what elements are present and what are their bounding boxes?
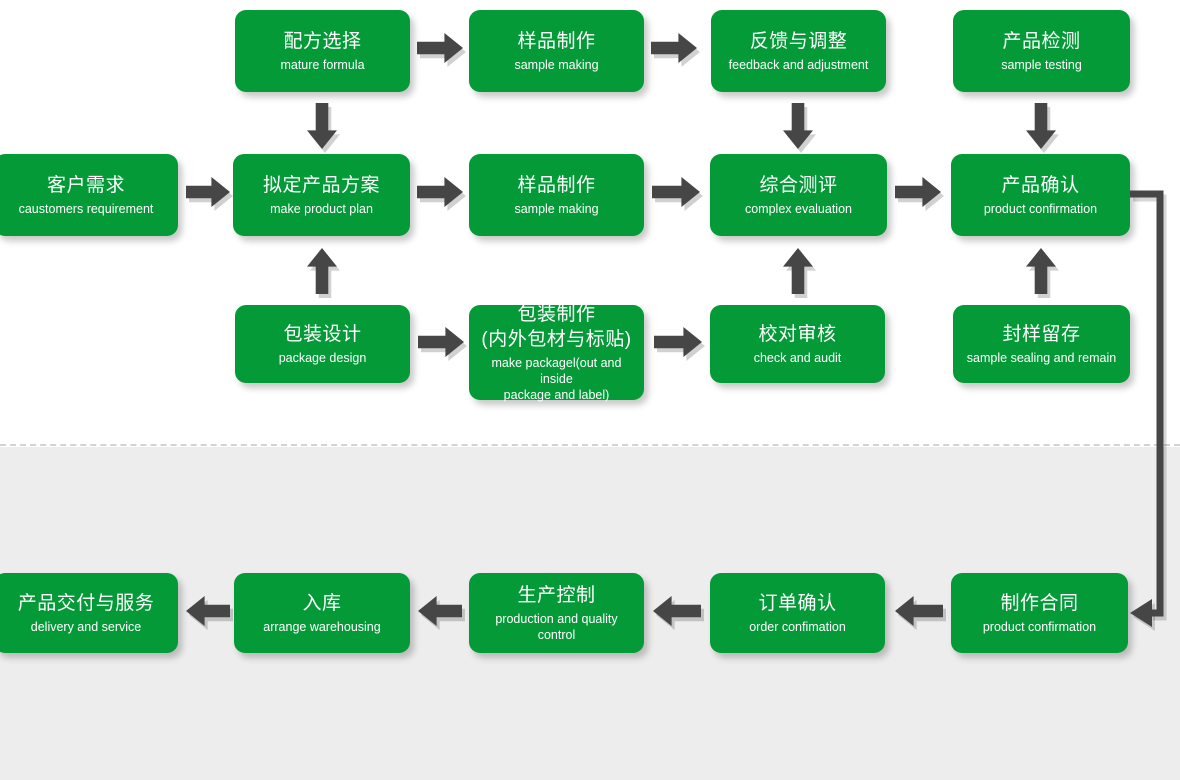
process-node-product-confirmation[interactable]: 产品确认 product confirmation [951,154,1130,236]
node-title-zh: 校对审核 [758,324,837,345]
arrow-right-sample-top-to-feedback [651,33,703,69]
arrow-right-evaluation-to-confirmation [895,177,947,213]
node-subtitle-en: sample making [514,202,599,216]
node-subtitle-en: sample testing [1001,58,1082,72]
node-title-zh: 包装制作 (内外包材与标贴) [481,304,632,350]
node-subtitle-en: sample making [514,58,599,72]
node-subtitle-en: sample sealing and remain [966,351,1117,365]
process-node-delivery-service[interactable]: 产品交付与服务 delivery and service [0,573,178,653]
arrow-down-feedback-down-to-evaluation [783,103,819,155]
process-node-arrange-warehousing[interactable]: 入库 arrange warehousing [234,573,410,653]
process-node-make-contract[interactable]: 制作合同 product confirmation [951,573,1128,653]
arrow-up-package-design-up-to-plan [307,248,343,300]
arrow-right-design-to-package-making [418,327,470,363]
node-title-zh: 反馈与调整 [749,31,848,52]
node-title-zh: 拟定产品方案 [262,175,380,196]
node-subtitle-en: delivery and service [30,620,142,634]
process-node-feedback-adjustment[interactable]: 反馈与调整 feedback and adjustment [711,10,886,92]
arrow-up-check-audit-up-to-evaluation [783,248,819,300]
arrow-down-testing-down-to-confirmation [1026,103,1062,155]
arrow-left-contract-to-order [895,596,949,632]
node-title-zh: 入库 [302,593,342,614]
process-node-sample-making-mid[interactable]: 样品制作 sample making [469,154,644,236]
arrow-left-order-to-production [653,596,707,632]
node-subtitle-en: order confimation [749,620,846,634]
process-node-sample-sealing[interactable]: 封样留存 sample sealing and remain [953,305,1130,383]
arrow-down-formula-down-to-plan [307,103,343,155]
node-title-zh: 包装设计 [283,324,362,345]
process-node-package-making[interactable]: 包装制作 (内外包材与标贴) make packagel(out and insi… [469,304,644,402]
process-node-product-testing[interactable]: 产品检测 sample testing [953,10,1130,92]
node-subtitle-en: package design [278,351,367,365]
node-subtitle-en: make product plan [270,202,373,216]
node-subtitle-en: make packagel(out and inside package and… [491,356,622,402]
node-subtitle-en: mature formula [280,58,365,72]
node-title-zh: 产品交付与服务 [17,593,155,614]
arrow-right-plan-to-sample-mid [417,177,469,213]
node-title-zh: 样品制作 [517,175,596,196]
node-title-zh: 综合测评 [759,175,838,196]
process-node-order-confirmation[interactable]: 订单确认 order confimation [710,573,885,653]
process-node-make-product-plan[interactable]: 拟定产品方案 make product plan [233,154,410,236]
arrow-right-sample-mid-to-evaluation [652,177,706,213]
node-subtitle-en: caustomers requirement [18,202,154,216]
node-title-zh: 产品检测 [1002,31,1081,52]
arrow-left-warehousing-to-delivery [186,596,236,632]
arrow-left-production-to-warehousing [418,596,468,632]
node-title-zh: 订单确认 [758,593,837,614]
node-title-zh: 样品制作 [517,31,596,52]
node-title-zh: 制作合同 [1000,593,1079,614]
arrow-right-requirement-to-plan [186,177,236,213]
node-title-zh: 封样留存 [1002,324,1081,345]
process-node-sample-making-top[interactable]: 样品制作 sample making [469,10,644,92]
arrow-right-formula-to-sample-top [417,33,469,69]
process-node-formula-selection[interactable]: 配方选择 mature formula [235,10,410,92]
node-subtitle-en: product confirmation [982,620,1097,634]
process-node-customer-requirement[interactable]: 客户需求 caustomers requirement [0,154,178,236]
process-node-package-design[interactable]: 包装设计 package design [235,305,410,383]
node-title-zh: 客户需求 [46,175,125,196]
arrow-right-package-making-to-check [654,327,708,363]
node-subtitle-en: feedback and adjustment [728,58,869,72]
node-subtitle-en: check and audit [753,351,842,365]
node-subtitle-en: production and quality control [495,612,618,642]
process-node-complex-evaluation[interactable]: 综合测评 complex evaluation [710,154,887,236]
process-node-production-control[interactable]: 生产控制 production and quality control [469,573,644,653]
node-title-zh: 生产控制 [517,585,596,606]
node-title-zh: 配方选择 [283,31,362,52]
node-title-zh: 产品确认 [1001,175,1080,196]
node-subtitle-en: arrange warehousing [263,620,381,634]
arrow-up-sealing-up-to-confirmation [1026,248,1062,300]
node-subtitle-en: product confirmation [983,202,1098,216]
process-node-check-audit[interactable]: 校对审核 check and audit [710,305,885,383]
node-subtitle-en: complex evaluation [744,202,852,216]
section-divider-dashed [0,444,1180,446]
